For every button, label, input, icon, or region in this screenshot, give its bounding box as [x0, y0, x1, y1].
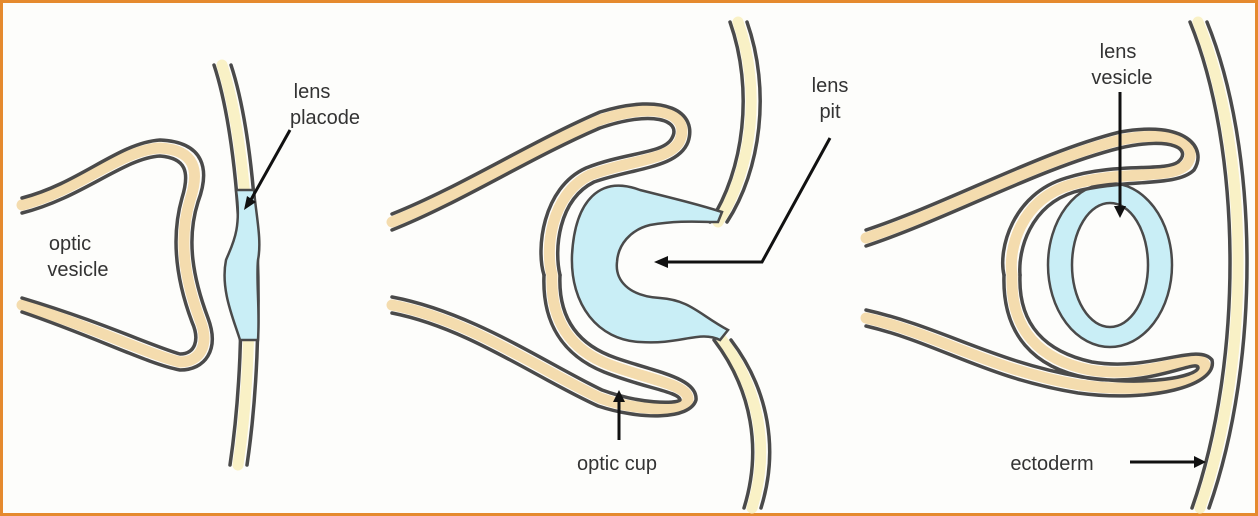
stage2-ectoderm-bottom — [722, 340, 761, 508]
label-lens-vesicle-line1: lens — [1100, 41, 1137, 63]
label-optic-vesicle-line2: vesicle — [47, 259, 108, 281]
stage1-lens-placode — [225, 190, 260, 340]
stage3-ectoderm — [1198, 22, 1238, 508]
label-ectoderm: ectoderm — [1010, 453, 1093, 475]
stage-3-lens-vesicle — [866, 22, 1247, 508]
stage-2-optic-cup — [392, 22, 770, 508]
label-optic-vesicle-line1: optic — [49, 233, 91, 255]
label-lens-pit-line2: pit — [819, 101, 841, 123]
label-lens-placode-line1: lens — [294, 81, 331, 103]
label-lens-pit-line1: lens — [812, 75, 849, 97]
label-lens-vesicle-line2: vesicle — [1091, 67, 1152, 89]
stage3-lens-vesicle-lumen — [1072, 203, 1148, 327]
label-optic-cup: optic cup — [577, 453, 657, 475]
label-lens-placode-line2: placode — [290, 107, 360, 129]
stage2-lens-pit — [572, 186, 728, 343]
arrow-lens-placode — [248, 130, 290, 205]
stage2-ectoderm-top — [718, 22, 751, 222]
